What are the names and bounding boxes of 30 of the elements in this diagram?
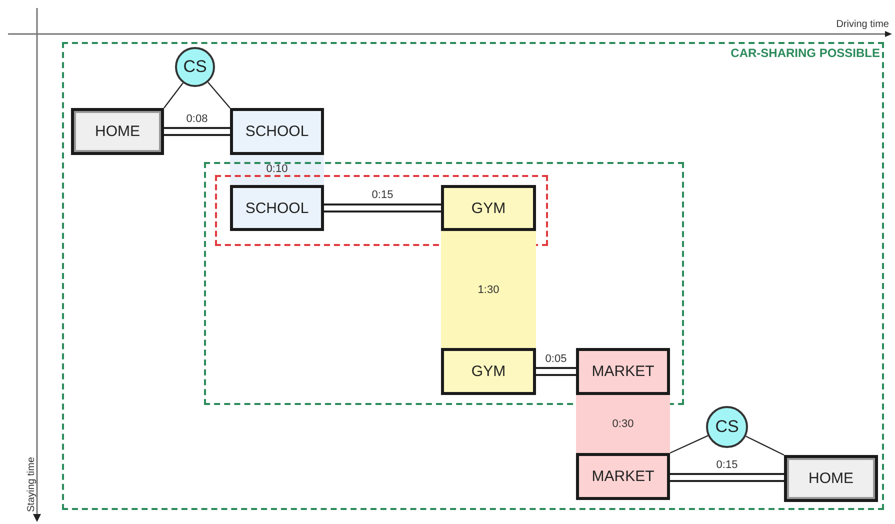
dashed-region [204,162,684,405]
edge-label: 0:05 [544,352,568,364]
duration-band: 0:10 [230,155,324,185]
edge-label: 0:08 [185,112,209,124]
region-label: CAR-SHARING POSSIBLE [730,46,880,60]
axis-label: Driving time [836,19,889,30]
place-box: GYM [441,185,536,231]
cs-circle: CS [175,47,215,87]
place-box: SCHOOL [230,108,324,155]
place-box: HOME [71,108,164,155]
place-box: SCHOOL [230,185,324,231]
double-line-connector [163,127,231,136]
place-box: MARKET [576,348,670,395]
double-line-connector [323,204,442,212]
double-line-connector [669,473,785,482]
connector-line [670,435,708,454]
cs-circle: CS [706,406,748,448]
connector-line [208,82,230,108]
place-box: HOME [784,455,878,502]
edge-label: 0:15 [715,458,739,470]
dashed-region [62,42,884,510]
place-box: MARKET [576,453,670,500]
duration-band: 1:30 [441,231,536,348]
place-box: GYM [441,348,536,395]
connector-line [746,436,784,456]
axis-label: Staying time [26,456,37,512]
duration-band: 0:30 [576,395,670,453]
edge-label: 0:15 [370,189,394,201]
connector-line [164,82,184,108]
double-line-connector [535,367,577,376]
